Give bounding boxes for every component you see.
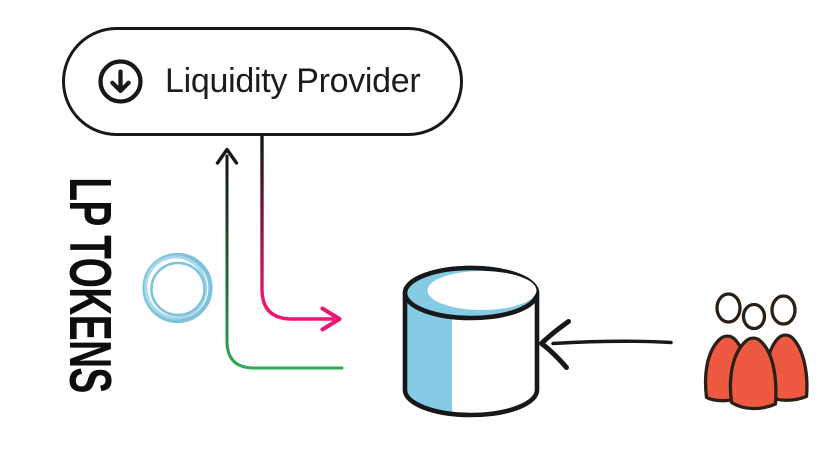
liquidity-pool-cylinder — [402, 265, 540, 418]
pool-fill-level — [405, 293, 452, 413]
users-group-icon — [703, 292, 809, 411]
user-head-right — [770, 294, 797, 326]
users-to-pool-arrow — [539, 319, 673, 370]
user-head-left — [715, 292, 742, 324]
liquidity-provider-node: Liquidity Provider — [62, 27, 463, 136]
lp-tokens-label: LP TOKENS — [57, 177, 123, 393]
deposit-arrow — [260, 135, 342, 332]
arrow-down-circle-icon — [98, 59, 143, 104]
user-body-middle — [728, 336, 778, 411]
user-head-middle — [741, 302, 767, 331]
lp-token-coin-icon — [142, 252, 213, 324]
left-arrowhead-icon — [539, 319, 571, 370]
right-arrowhead-icon — [320, 306, 342, 332]
lp-tokens-return-arrow — [215, 147, 344, 370]
up-arrowhead-icon — [215, 147, 239, 165]
liquidity-provider-label: Liquidity Provider — [165, 62, 421, 100]
